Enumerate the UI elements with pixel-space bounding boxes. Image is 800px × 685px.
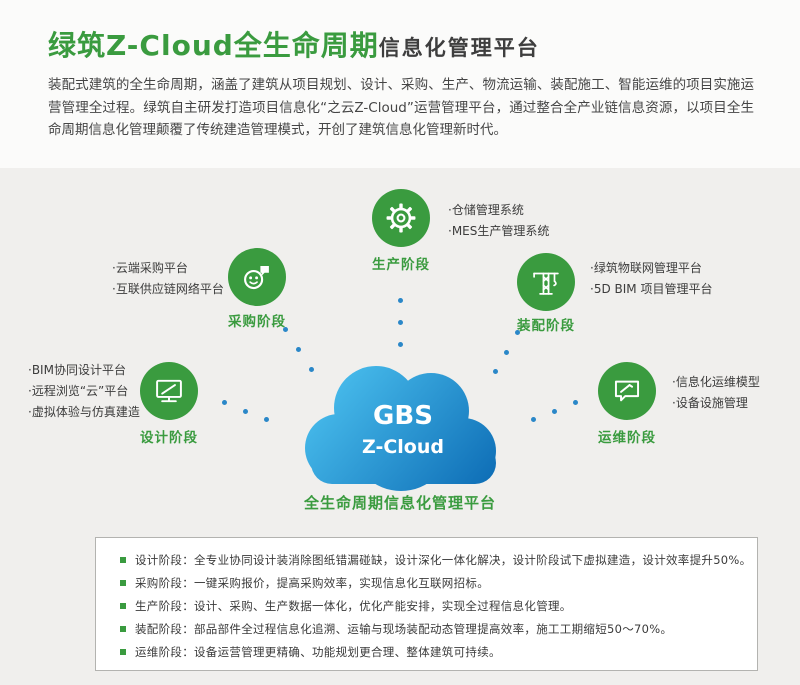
chat-pencil-icon <box>610 374 644 408</box>
square-bullet-icon <box>120 557 126 563</box>
summary-item: 采购阶段：一键采购报价，提高采购效率，实现信息化互联网招标。 <box>120 575 757 591</box>
bullet-item: ·MES生产管理系统 <box>448 224 550 238</box>
phase-circle-assembly <box>517 253 575 311</box>
summary-item: 设计阶段：全专业协同设计装消除图纸错漏碰缺，设计深化一体化解决，设计阶段试下虚拟… <box>120 552 757 568</box>
cloud-title: GBS <box>373 401 433 431</box>
bullet-item: ·绿筑物联网管理平台 <box>590 261 702 275</box>
cloud: GBS Z-Cloud <box>291 356 511 494</box>
square-bullet-icon <box>120 580 126 586</box>
monitor-design-icon <box>152 374 186 408</box>
bullet-item: ·互联供应链网络平台 <box>112 282 224 296</box>
summary-text: 设计阶段：全专业协同设计装消除图纸错漏碰缺，设计深化一体化解决，设计阶段试下虚拟… <box>135 553 752 567</box>
phase-circle-production <box>372 189 430 247</box>
page-title-green: 绿筑Z-Cloud全生命周期 <box>48 29 379 62</box>
page-title: 绿筑Z-Cloud全生命周期信息化管理平台 <box>48 24 540 64</box>
bullet-item: ·仓储管理系统 <box>448 203 524 217</box>
phase-label-operation: 运维阶段 <box>598 430 656 446</box>
chat-smile-icon <box>240 260 274 294</box>
phase-label-assembly: 装配阶段 <box>517 318 575 334</box>
phase-circle-design <box>140 362 198 420</box>
gear-icon <box>384 201 418 235</box>
bullet-item: ·设备设施管理 <box>672 396 748 410</box>
summary-text: 采购阶段：一键采购报价，提高采购效率，实现信息化互联网招标。 <box>135 576 489 590</box>
page-title-dark: 信息化管理平台 <box>378 36 540 60</box>
bullet-item: ·5D BIM 项目管理平台 <box>590 282 713 296</box>
phase-label-procurement: 采购阶段 <box>228 314 286 330</box>
bullet-item: ·BIM协同设计平台 <box>28 363 126 377</box>
cloud-subtitle: Z-Cloud <box>362 436 444 458</box>
summary-text: 生产阶段：设计、采购、生产数据一体化，优化产能安排，实现全过程信息化管理。 <box>135 599 572 613</box>
summary-text: 装配阶段：部品部件全过程信息化追溯、运输与现场装配动态管理提高效率，施工工期缩短… <box>135 622 673 636</box>
phase-label-production: 生产阶段 <box>372 257 430 273</box>
phase-circle-procurement <box>228 248 286 306</box>
bullet-item: ·远程浏览“云”平台 <box>28 384 129 398</box>
square-bullet-icon <box>120 626 126 632</box>
phase-bullets-design: ·BIM协同设计平台 ·远程浏览“云”平台 ·虚拟体验与仿真建造 <box>28 360 140 423</box>
phase-bullets-operation: ·信息化运维模型 ·设备设施管理 <box>672 372 760 414</box>
summary-item: 运维阶段：设备运营管理更精确、功能规划更合理、整体建筑可持续。 <box>120 644 757 660</box>
summary-item: 生产阶段：设计、采购、生产数据一体化，优化产能安排，实现全过程信息化管理。 <box>120 598 757 614</box>
cloud-shape <box>305 366 496 491</box>
cloud-caption: 全生命周期信息化管理平台 <box>303 494 496 512</box>
phase-label-design: 设计阶段 <box>140 430 198 446</box>
square-bullet-icon <box>120 603 126 609</box>
bullet-item: ·信息化运维模型 <box>672 375 760 389</box>
phase-bullets-assembly: ·绿筑物联网管理平台 ·5D BIM 项目管理平台 <box>590 258 712 300</box>
tower-crane-icon <box>529 265 563 299</box>
summary-item: 装配阶段：部品部件全过程信息化追溯、运输与现场装配动态管理提高效率，施工工期缩短… <box>120 621 757 637</box>
phase-bullets-procurement: ·云端采购平台 ·互联供应链网络平台 <box>112 258 224 300</box>
square-bullet-icon <box>120 649 126 655</box>
phase-circle-operation <box>598 362 656 420</box>
phase-bullets-production: ·仓储管理系统 ·MES生产管理系统 <box>448 200 549 242</box>
summary-box: 设计阶段：全专业协同设计装消除图纸错漏碰缺，设计深化一体化解决，设计阶段试下虚拟… <box>95 537 758 671</box>
summary-text: 运维阶段：设备运营管理更精确、功能规划更合理、整体建筑可持续。 <box>135 645 501 659</box>
bullet-item: ·云端采购平台 <box>112 261 188 275</box>
bullet-item: ·虚拟体验与仿真建造 <box>28 405 140 419</box>
intro-paragraph: 装配式建筑的全生命周期，涵盖了建筑从项目规划、设计、采购、生产、物流运输、装配施… <box>48 77 754 139</box>
